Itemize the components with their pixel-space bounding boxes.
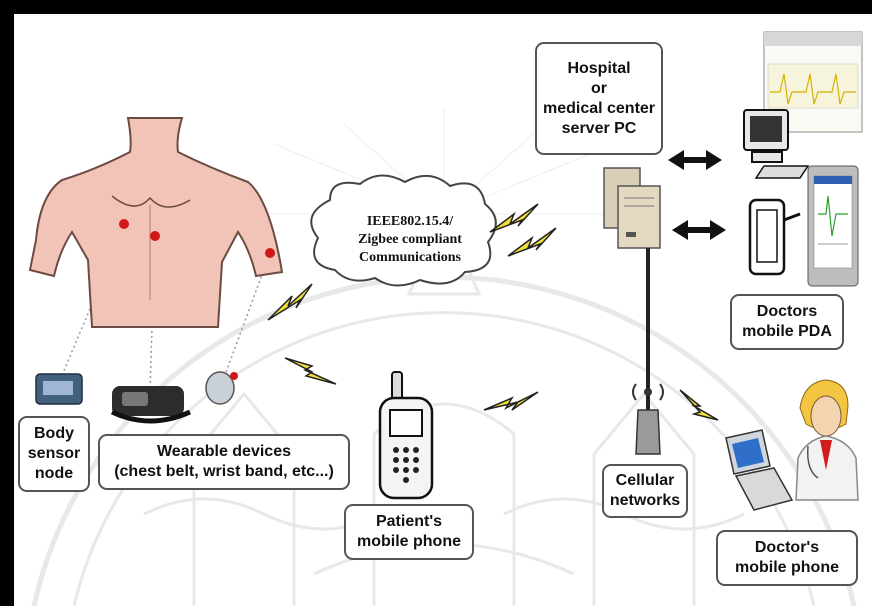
cloud-line-3: Communications — [330, 249, 490, 267]
cloud-line-1: IEEE802.15.4/ — [330, 213, 490, 231]
doctor-phone-label: Doctor's mobile phone — [716, 530, 858, 586]
cloud-line-2: Zigbee compliant — [330, 231, 490, 249]
torso-icon — [30, 118, 282, 327]
body-sensor-line-3: node — [35, 464, 73, 484]
doctors-pda-line-2: mobile PDA — [742, 322, 832, 342]
cellular-line-1: Cellular — [616, 471, 675, 491]
cloud-label: IEEE802.15.4/ Zigbee compliant Communica… — [330, 213, 490, 267]
wearable-line-2: (chest belt, wrist band, etc...) — [114, 462, 334, 482]
body-sensor-label: Body sensor node — [18, 416, 90, 492]
sensor-dot — [150, 231, 160, 241]
antenna-icon — [633, 384, 663, 454]
doctors-pda-label: Doctors mobile PDA — [730, 294, 844, 350]
doctor-phone-line-1: Doctor's — [755, 538, 819, 558]
double-arrow-icon — [668, 150, 726, 240]
wearable-label: Wearable devices (chest belt, wrist band… — [98, 434, 350, 490]
hospital-line-4: server PC — [562, 119, 637, 139]
hospital-line-2: or — [591, 79, 607, 99]
sensor-dot — [265, 248, 275, 258]
body-sensor-line-2: sensor — [28, 444, 80, 464]
flip-phone-icon — [726, 430, 792, 510]
wearable-line-1: Wearable devices — [157, 442, 291, 462]
doctors-pda-line-1: Doctors — [757, 302, 817, 322]
hospital-line-3: medical center — [543, 99, 655, 119]
pda-icon — [808, 166, 858, 286]
doctor-phone-line-2: mobile phone — [735, 558, 839, 578]
pda-sketch-icon — [750, 200, 800, 274]
server-icon — [604, 168, 660, 248]
doctor-icon — [796, 380, 858, 500]
patient-phone-line-1: Patient's — [376, 512, 442, 532]
cellular-line-2: networks — [610, 491, 680, 511]
sensor-dot — [119, 219, 129, 229]
patient-phone-line-2: mobile phone — [357, 532, 461, 552]
sensor-node-icon — [36, 374, 82, 404]
body-sensor-line-1: Body — [34, 424, 74, 444]
cellular-label: Cellular networks — [602, 464, 688, 518]
hospital-line-1: Hospital — [567, 59, 630, 79]
mobile-phone-icon — [380, 372, 432, 498]
wearable-device-icon — [112, 372, 238, 421]
patient-phone-label: Patient's mobile phone — [344, 504, 474, 560]
hospital-label: Hospital or medical center server PC — [535, 42, 663, 155]
